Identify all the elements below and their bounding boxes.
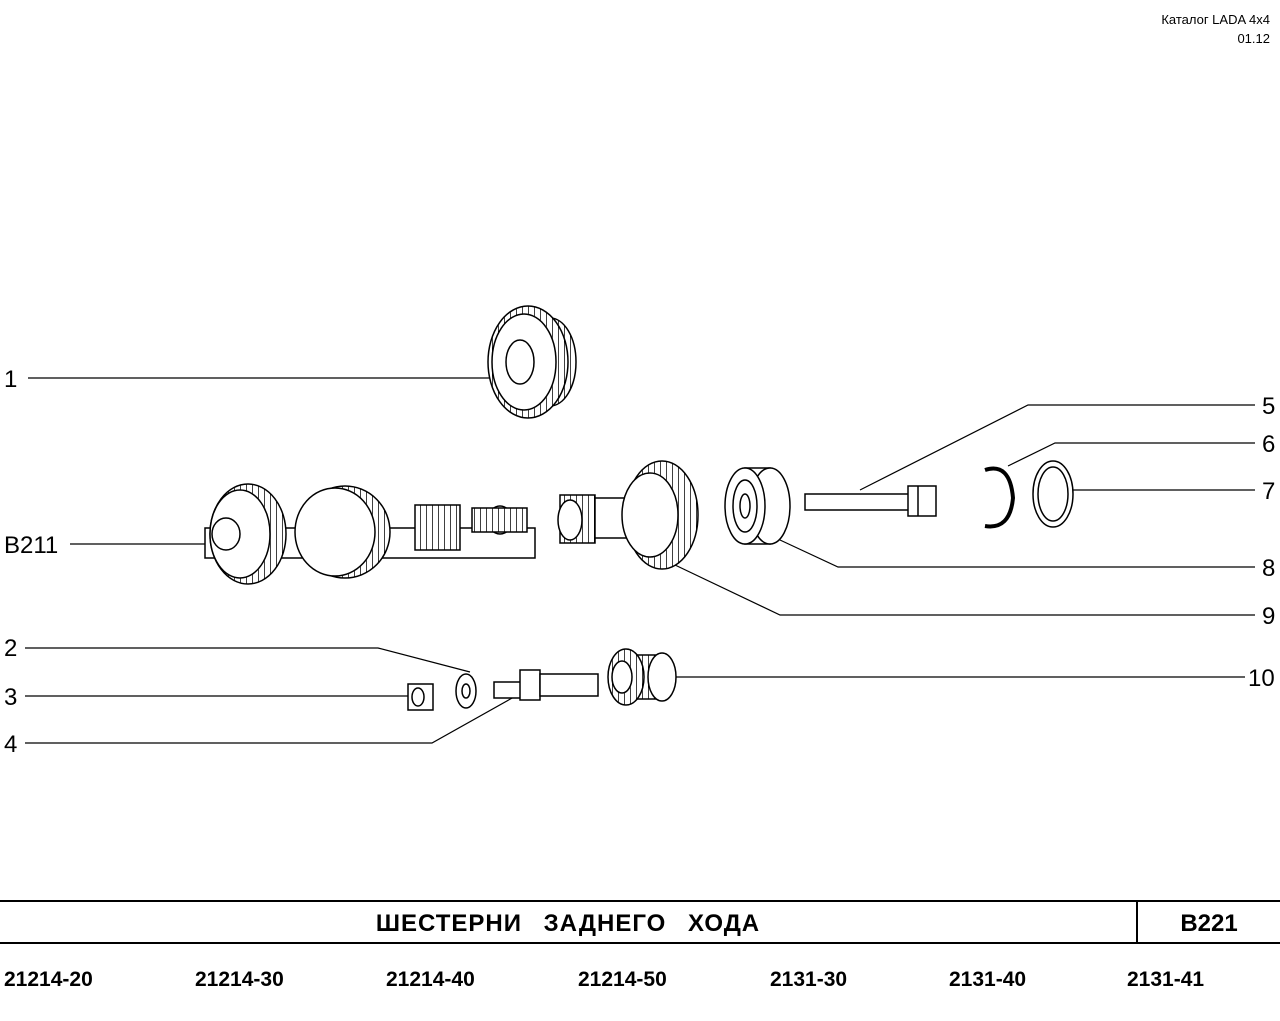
model-item: 2131-41 <box>1127 968 1205 991</box>
axle-part-4 <box>493 669 599 701</box>
callout-9: 9 <box>1262 603 1275 630</box>
leader-2 <box>25 647 471 673</box>
callout-b211: B211 <box>4 532 58 559</box>
catalog-header: Каталог LADA 4x4 01.12 <box>1161 10 1270 48</box>
leader-5 <box>859 404 1255 491</box>
model-item: 21214-40 <box>386 968 475 991</box>
callout-7: 7 <box>1262 478 1275 505</box>
leader-8 <box>779 539 1255 568</box>
gear-part-1 <box>487 305 577 419</box>
gear-part-10 <box>607 648 677 706</box>
callout-10: 10 <box>1248 665 1275 692</box>
leader-4 <box>25 687 531 744</box>
callout-4: 4 <box>4 731 17 758</box>
page-title: ШЕСТЕРНИ ЗАДНЕГО ХОДА <box>375 910 761 937</box>
callout-8: 8 <box>1262 555 1275 582</box>
model-item: 21214-20 <box>4 968 93 991</box>
callout-6: 6 <box>1262 431 1275 458</box>
bolt-part-5 <box>804 485 937 517</box>
model-list: 21214-20 21214-30 21214-40 21214-50 2131… <box>0 968 1280 998</box>
footer-title-bar: ШЕСТЕРНИ ЗАДНЕГО ХОДА B221 <box>0 900 1280 944</box>
callout-1: 1 <box>4 366 17 393</box>
model-item: 21214-50 <box>578 968 667 991</box>
leader-9 <box>674 564 1255 616</box>
snap-ring-part-6 <box>984 466 1016 529</box>
model-item: 2131-30 <box>770 968 848 991</box>
model-item: 21214-30 <box>195 968 284 991</box>
leader-6 <box>1007 442 1255 467</box>
catalog-date: 01.12 <box>1237 31 1270 46</box>
callout-3: 3 <box>4 684 17 711</box>
page-code: B221 <box>1136 902 1280 942</box>
bearing-part-8 <box>724 467 791 545</box>
nut-part-3 <box>407 683 434 711</box>
gear-part-9 <box>557 460 699 570</box>
ring-part-7 <box>1032 460 1074 528</box>
callout-5: 5 <box>1262 393 1275 420</box>
model-item: 2131-40 <box>949 968 1027 991</box>
catalog-title: Каталог LADA 4x4 <box>1161 12 1270 27</box>
shaft-assembly-b211 <box>204 483 536 585</box>
parts-diagram: 1 2 3 4 5 6 7 8 9 10 B211 <box>4 305 1275 758</box>
washer-part-2 <box>455 673 477 709</box>
callout-2: 2 <box>4 635 17 662</box>
